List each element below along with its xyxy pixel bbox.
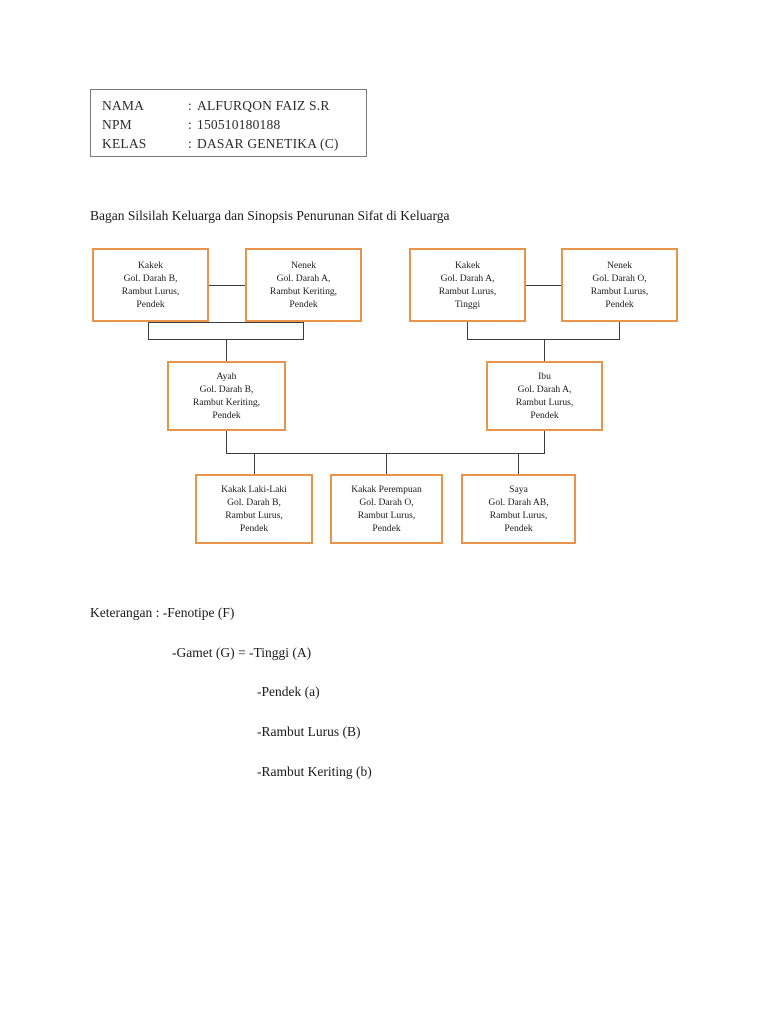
connector-paternal-spouse-line <box>148 322 303 323</box>
node-line-blood: Gol. Darah AB, <box>488 496 549 508</box>
node-line-blood: Gol. Darah A, <box>276 272 331 284</box>
node-line-blood: Gol. Darah O, <box>359 496 414 508</box>
node-line-height: Pendek <box>530 410 559 422</box>
node-line-role: Kakek <box>454 259 481 271</box>
legend-line-pendek: -Pendek (a) <box>257 684 320 699</box>
legend-line-gamet-tinggi: -Gamet (G) = -Tinggi (A) <box>172 645 312 660</box>
node-nenek-paternal[interactable]: Nenek Gol. Darah A, Rambut Keriting, Pen… <box>245 248 362 322</box>
node-line-blood: Gol. Darah O, <box>592 272 647 284</box>
node-line-role: Kakak Perempuan <box>351 483 422 495</box>
node-line-role: Kakak Laki-Laki <box>221 483 287 495</box>
node-line-role: Nenek <box>606 259 633 271</box>
node-line-blood: Gol. Darah A, <box>517 383 572 395</box>
identity-label-npm: NPM <box>102 117 132 132</box>
node-line-hair: Rambut Lurus, <box>225 510 283 521</box>
node-line-role: Ibu <box>538 370 551 382</box>
node-line-blood: Gol. Darah B, <box>227 496 281 508</box>
node-kakek-paternal[interactable]: Kakek Gol. Darah B, Rambut Lurus, Pendek <box>92 248 209 322</box>
node-line-height: Pendek <box>504 523 533 535</box>
legend-line-fenotipe: Keterangan : -Fenotipe (F) <box>90 605 235 620</box>
node-line-blood: Gol. Darah B, <box>199 383 254 395</box>
node-line-hair: Rambut Lurus, <box>121 286 180 297</box>
connector-ibu-stem <box>544 339 545 361</box>
identity-row-nama: NAMA : ALFURQON FAIZ S.R <box>102 96 366 115</box>
identity-label-nama: NAMA <box>102 98 145 113</box>
connector-child3-stem <box>518 453 519 474</box>
node-line-height: Tinggi <box>454 299 481 311</box>
identity-sep-kelas: : <box>188 136 192 151</box>
connector-child1-stem <box>254 453 255 474</box>
connector-kakek-paternal-drop <box>148 322 149 339</box>
page-title: Bagan Silsilah Keluarga dan Sinopsis Pen… <box>90 208 450 223</box>
node-line-height: Pendek <box>136 299 165 311</box>
connector-maternal-marriage <box>525 285 561 286</box>
connector-paternal-marriage <box>208 285 245 286</box>
node-nenek-maternal[interactable]: Nenek Gol. Darah O, Rambut Lurus, Pendek <box>561 248 678 322</box>
node-line-hair: Rambut Lurus, <box>590 286 649 297</box>
node-line-height: Pendek <box>605 299 634 311</box>
connector-ayah-drop <box>226 431 227 453</box>
identity-sep-npm: : <box>188 117 192 132</box>
connector-maternal-sibship-bar <box>467 339 620 340</box>
node-kakak-laki-laki[interactable]: Kakak Laki-Laki Gol. Darah B, Rambut Lur… <box>195 474 313 544</box>
node-ayah[interactable]: Ayah Gol. Darah B, Rambut Keriting, Pend… <box>167 361 286 431</box>
identity-box: NAMA : ALFURQON FAIZ S.R NPM : 150510180… <box>90 89 367 157</box>
node-line-hair: Rambut Lurus, <box>357 510 416 521</box>
node-line-role: Ayah <box>216 370 237 382</box>
identity-row-kelas: KELAS : DASAR GENETIKA (C) <box>102 134 366 153</box>
connector-ibu-drop <box>544 431 545 453</box>
node-line-hair: Rambut Keriting, <box>192 397 261 408</box>
connector-child2-stem <box>386 453 387 474</box>
connector-ayah-stem <box>226 339 227 361</box>
node-line-role: Kakek <box>137 259 164 271</box>
connector-kakek-maternal-drop <box>467 322 468 339</box>
node-line-blood: Gol. Darah A, <box>440 272 495 284</box>
identity-value-kelas: DASAR GENETIKA (C) <box>197 136 339 151</box>
node-line-hair: Rambut Lurus, <box>515 397 574 408</box>
node-line-height: Pendek <box>289 299 318 311</box>
node-line-role: Saya <box>509 483 528 495</box>
node-line-blood: Gol. Darah B, <box>123 272 178 284</box>
node-kakek-maternal[interactable]: Kakek Gol. Darah A, Rambut Lurus, Tinggi <box>409 248 526 322</box>
node-line-role: Nenek <box>290 259 317 271</box>
legend-line-rambut-lurus: -Rambut Lurus (B) <box>257 724 361 739</box>
node-line-hair: Rambut Keriting, <box>269 286 338 297</box>
node-kakak-perempuan[interactable]: Kakak Perempuan Gol. Darah O, Rambut Lur… <box>330 474 443 544</box>
identity-value-npm: 150510180188 <box>197 117 281 132</box>
node-ibu[interactable]: Ibu Gol. Darah A, Rambut Lurus, Pendek <box>486 361 603 431</box>
identity-row-npm: NPM : 150510180188 <box>102 115 366 134</box>
node-saya[interactable]: Saya Gol. Darah AB, Rambut Lurus, Pendek <box>461 474 576 544</box>
connector-nenek-maternal-drop <box>619 322 620 339</box>
node-line-height: Pendek <box>239 523 269 535</box>
node-line-height: Pendek <box>372 523 401 535</box>
connector-nenek-paternal-drop <box>303 322 304 339</box>
node-line-hair: Rambut Lurus, <box>438 286 497 297</box>
identity-label-kelas: KELAS <box>102 136 147 151</box>
node-line-hair: Rambut Lurus, <box>489 510 548 521</box>
connector-children-bar <box>226 453 545 454</box>
node-line-height: Pendek <box>212 410 241 422</box>
legend-line-rambut-keriting: -Rambut Keriting (b) <box>257 764 372 779</box>
identity-value-nama: ALFURQON FAIZ S.R <box>197 98 330 113</box>
identity-sep-nama: : <box>188 98 192 113</box>
